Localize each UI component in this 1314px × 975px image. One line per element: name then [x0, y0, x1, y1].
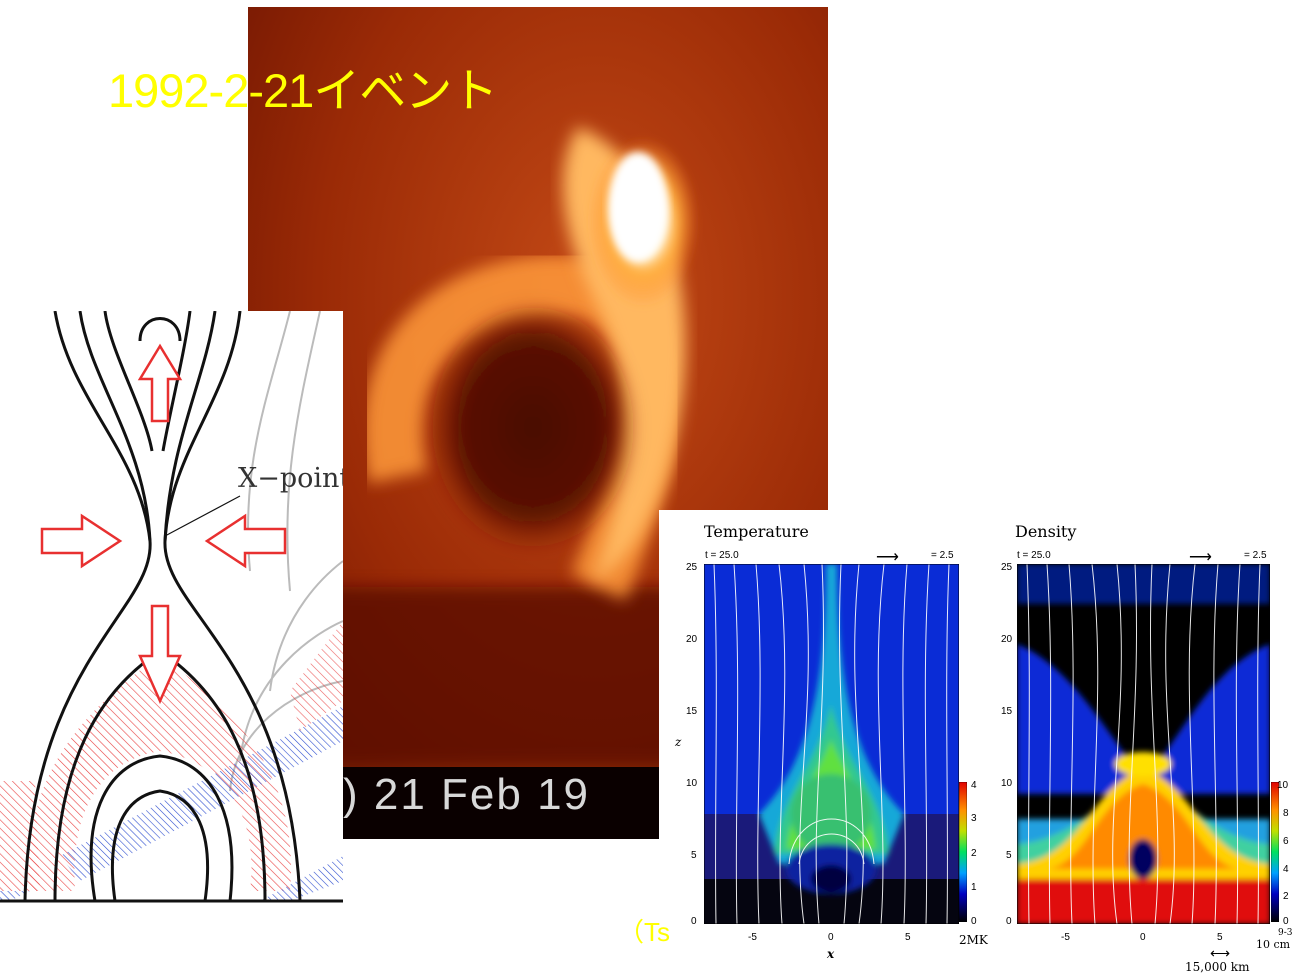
reconnection-diagram: X−point — [0, 311, 343, 911]
density-x-tick: -5 — [1061, 932, 1070, 943]
temp-y-tick: 20 — [686, 634, 698, 645]
density-vector-label: = 2.5 — [1244, 550, 1267, 561]
density-colorbar — [1271, 782, 1279, 922]
scale-label: 15,000 km — [1185, 960, 1250, 974]
temp-colorbar-tick: 1 — [971, 882, 977, 893]
temp-colorbar-unit: 2MK — [959, 933, 988, 947]
density-colorbar-tick: 8 — [1283, 808, 1289, 819]
density-y-tick: 15 — [1001, 706, 1013, 717]
simulation-panel: Temperature t = 25.0 ⟶ = 2.5 — [659, 510, 1314, 975]
scale-arrow-icon: ⟷ — [1209, 945, 1231, 961]
density-y-tick: 0 — [1006, 916, 1012, 927]
temp-y-tick: 15 — [686, 706, 698, 717]
density-vector-arrow-icon: ⟶ — [1189, 549, 1212, 566]
temp-y-axis-label: z — [675, 735, 682, 749]
slide-title: 1992-2-21イベント — [108, 64, 498, 117]
density-x-tick: 5 — [1217, 932, 1223, 943]
temp-colorbar-tick: 4 — [971, 780, 977, 791]
temp-y-tick: 5 — [691, 850, 697, 861]
temp-y-tick: 25 — [686, 562, 698, 573]
density-time-label: t = 25.0 — [1017, 550, 1051, 561]
density-colorbar-tick: 6 — [1283, 836, 1289, 847]
temp-colorbar-tick: 0 — [971, 916, 977, 927]
temperature-time-label: t = 25.0 — [705, 550, 739, 561]
reconnection-diagram-graphic — [0, 311, 343, 903]
density-colorbar-tick: 0 — [1283, 916, 1289, 927]
density-colorbar-unit: 10 cm — [1256, 938, 1291, 951]
density-title: Density — [1015, 522, 1077, 541]
x-point-label: X−point — [238, 463, 343, 494]
credit-text: （Ts — [618, 917, 671, 947]
solar-image-caption: ) 21 Feb 19 — [343, 770, 591, 819]
temp-y-tick: 0 — [691, 916, 697, 927]
temp-x-tick: 5 — [905, 932, 911, 943]
density-y-tick: 5 — [1006, 850, 1012, 861]
density-y-tick: 20 — [1001, 634, 1013, 645]
density-colorbar-tick: 10 — [1277, 780, 1289, 791]
temp-x-tick: -5 — [748, 932, 757, 943]
temperature-title: Temperature — [704, 522, 809, 541]
temp-colorbar-tick: 3 — [971, 813, 977, 824]
density-map — [1017, 564, 1270, 924]
density-colorbar-tick: 4 — [1283, 864, 1289, 875]
temperature-map — [704, 564, 959, 924]
temperature-vector-label: = 2.5 — [931, 550, 954, 561]
temp-x-axis-label: x — [827, 947, 835, 961]
density-y-tick: 10 — [1001, 778, 1013, 789]
density-y-tick: 25 — [1001, 562, 1013, 573]
density-x-tick: 0 — [1140, 932, 1146, 943]
density-colorbar-exponent: 9-3 — [1278, 928, 1293, 938]
temperature-vector-arrow-icon: ⟶ — [876, 549, 899, 566]
temperature-colorbar — [959, 782, 967, 922]
temp-x-tick: 0 — [828, 932, 834, 943]
temp-y-tick: 10 — [686, 778, 698, 789]
density-colorbar-tick: 2 — [1283, 891, 1289, 902]
temp-colorbar-tick: 2 — [971, 848, 977, 859]
